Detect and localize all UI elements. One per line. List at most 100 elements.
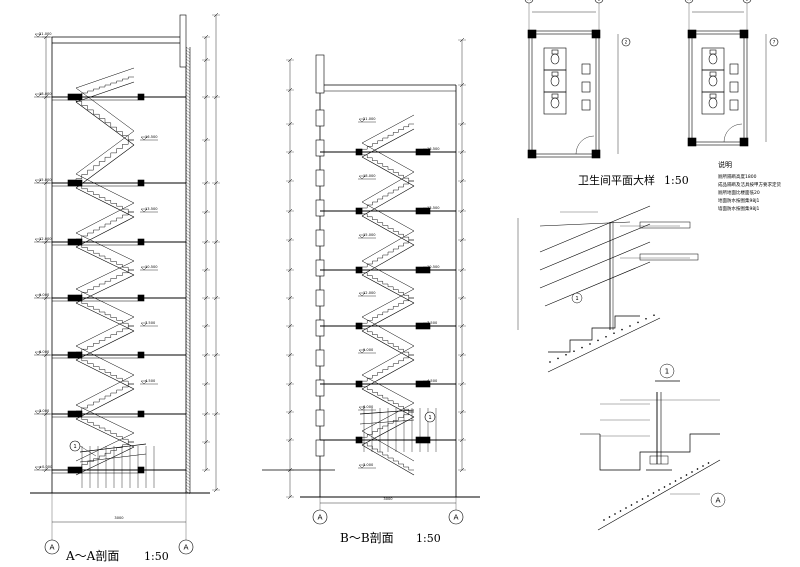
bb-beam <box>355 322 363 330</box>
stair-steps <box>361 270 414 299</box>
aa-wall-hatch <box>185 70 191 75</box>
aa-wall-hatch <box>185 55 191 60</box>
aa-wall-hatch <box>185 151 191 156</box>
stair-steps <box>75 441 134 470</box>
aa-wall-hatch <box>185 286 191 291</box>
aa-mid-elevation-arrow <box>140 208 148 213</box>
stair-steps <box>75 242 134 271</box>
aa-wall-hatch <box>185 106 191 111</box>
handrail <box>75 345 135 376</box>
aa-wall-hatch <box>185 157 191 162</box>
aa-wall-hatch <box>185 154 191 159</box>
aa-wall-hatch <box>185 178 191 183</box>
handrail <box>361 171 415 203</box>
stair-slab <box>75 418 135 448</box>
aa-wall-hatch <box>185 115 191 120</box>
base-concrete-hatch <box>696 468 699 470</box>
aa-wall-hatch <box>185 427 191 432</box>
aa-wall-hatch <box>185 268 191 273</box>
concrete-hatch <box>589 343 591 345</box>
bb-lower-rail <box>359 419 415 425</box>
bb-elevation: 15.000 <box>363 233 376 237</box>
section-aa-title: A～A剖面 <box>65 549 119 563</box>
aa-wall-hatch <box>185 124 191 129</box>
bb-beam <box>355 207 363 215</box>
bb-detail-callout <box>424 411 436 423</box>
aa-wall-hatch <box>185 259 191 264</box>
aa-wall-hatch <box>185 127 191 132</box>
concrete-hatch <box>573 350 575 353</box>
bb-width-dim: 3000 <box>383 497 393 501</box>
aa-elevation: 6.000 <box>39 350 50 354</box>
bb-window <box>315 139 325 157</box>
aa-beam <box>67 351 83 359</box>
toilet-left-grid-a <box>524 0 534 4</box>
aa-wall-hatch <box>185 334 191 339</box>
toilet-left-toilet-bowl <box>550 75 560 87</box>
bb-flight <box>361 171 415 217</box>
aa-beam <box>137 466 145 474</box>
aa-wall-hatch <box>185 199 191 204</box>
stair-slab <box>75 101 135 146</box>
aa-wall-hatch <box>185 433 191 438</box>
aa-flight <box>75 130 135 189</box>
toilet-right-urinal <box>729 63 739 75</box>
aa-wall-hatch <box>185 385 191 390</box>
toilet-left-cubicle <box>543 91 567 115</box>
base-plate <box>649 455 669 465</box>
toilet-left-outer-wall <box>528 30 600 158</box>
aa-wall-hatch <box>185 217 191 222</box>
toilet-right-outline <box>691 33 745 143</box>
rail-label-box-2 <box>639 253 699 261</box>
aa-wall-hatch <box>185 244 191 249</box>
aa-wall-hatch <box>185 280 191 285</box>
section-bb-title: B～B剖面 <box>340 531 394 545</box>
handrail <box>361 374 415 404</box>
toilet-left-cistern <box>551 49 559 55</box>
toilet-right-cistern <box>709 49 717 55</box>
aa-wall-hatch <box>185 274 191 279</box>
bb-flight <box>361 374 415 418</box>
detail-a-title-bubble-label: A <box>715 496 720 505</box>
aa-wall-hatch <box>185 472 191 477</box>
handrail <box>75 173 135 204</box>
handrail <box>361 114 415 144</box>
handrail <box>361 316 415 347</box>
aa-wall-hatch <box>185 304 191 309</box>
rail-label-box-1 <box>639 221 691 229</box>
aa-wall-hatch <box>185 460 191 465</box>
base-concrete-hatch <box>691 471 693 473</box>
aa-wall-hatch <box>185 205 191 210</box>
detail-1-ref <box>571 292 583 304</box>
aa-wall-hatch <box>185 349 191 354</box>
aa-wall-hatch <box>185 361 191 366</box>
section-a-a: 21.00018.00015.00012.0009.0006.0003.000±… <box>30 12 220 555</box>
aa-mid-elevation-arrow <box>140 380 148 385</box>
handrail-detail: 11 <box>517 205 699 382</box>
stair-slab <box>75 187 135 218</box>
aa-wall-hatch <box>185 112 191 117</box>
aa-wall-hatch <box>185 331 191 336</box>
aa-wall-hatch <box>185 67 191 72</box>
aa-wall-hatch <box>185 133 191 138</box>
handrail <box>361 288 415 318</box>
aa-wall-hatch <box>185 109 191 114</box>
aa-wall-hatch <box>185 61 191 66</box>
aa-grid-right <box>178 539 194 555</box>
base-concrete-hatch <box>636 501 638 503</box>
aa-callout-leader <box>79 445 97 457</box>
aa-wall-hatch <box>185 163 191 168</box>
aa-wall-hatch <box>185 262 191 267</box>
aa-wall-hatch <box>185 142 191 147</box>
base-concrete-hatch <box>707 462 710 464</box>
aa-wall-hatch <box>185 247 191 252</box>
stair-slab <box>361 215 415 246</box>
bb-window <box>315 109 325 127</box>
concrete-hatch <box>549 361 551 363</box>
stair-slab <box>361 244 415 276</box>
bb-mid-elevation: 13.500 <box>427 206 440 210</box>
base-concrete-hatch <box>685 474 688 476</box>
handrail <box>75 404 135 434</box>
aa-wall-hatch <box>185 352 191 357</box>
aa-wall-hatch <box>185 325 191 330</box>
